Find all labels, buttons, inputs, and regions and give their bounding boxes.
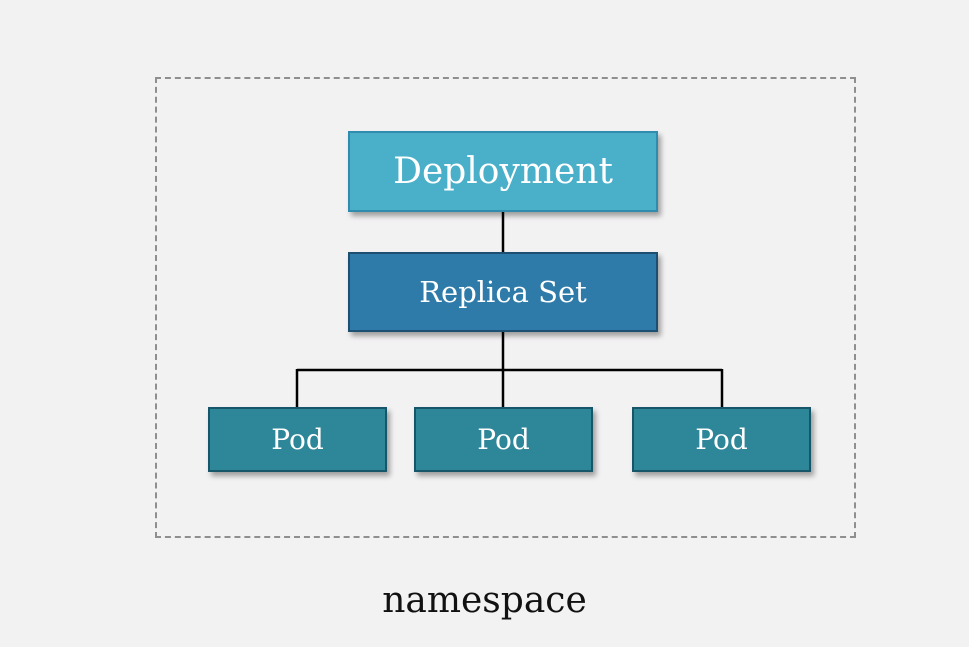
pod-node-1: Pod — [208, 407, 387, 472]
pod-node-3: Pod — [632, 407, 811, 472]
namespace-label: namespace — [382, 580, 587, 621]
deployment-node: Deployment — [348, 131, 658, 212]
replicaset-node: Replica Set — [348, 252, 658, 332]
namespace-boundary — [155, 77, 856, 538]
pod-node-2: Pod — [414, 407, 593, 472]
pod-label-2: Pod — [477, 423, 530, 456]
pod-label-1: Pod — [271, 423, 324, 456]
replicaset-label: Replica Set — [419, 275, 587, 309]
deployment-label: Deployment — [393, 151, 613, 192]
pod-label-3: Pod — [695, 423, 748, 456]
